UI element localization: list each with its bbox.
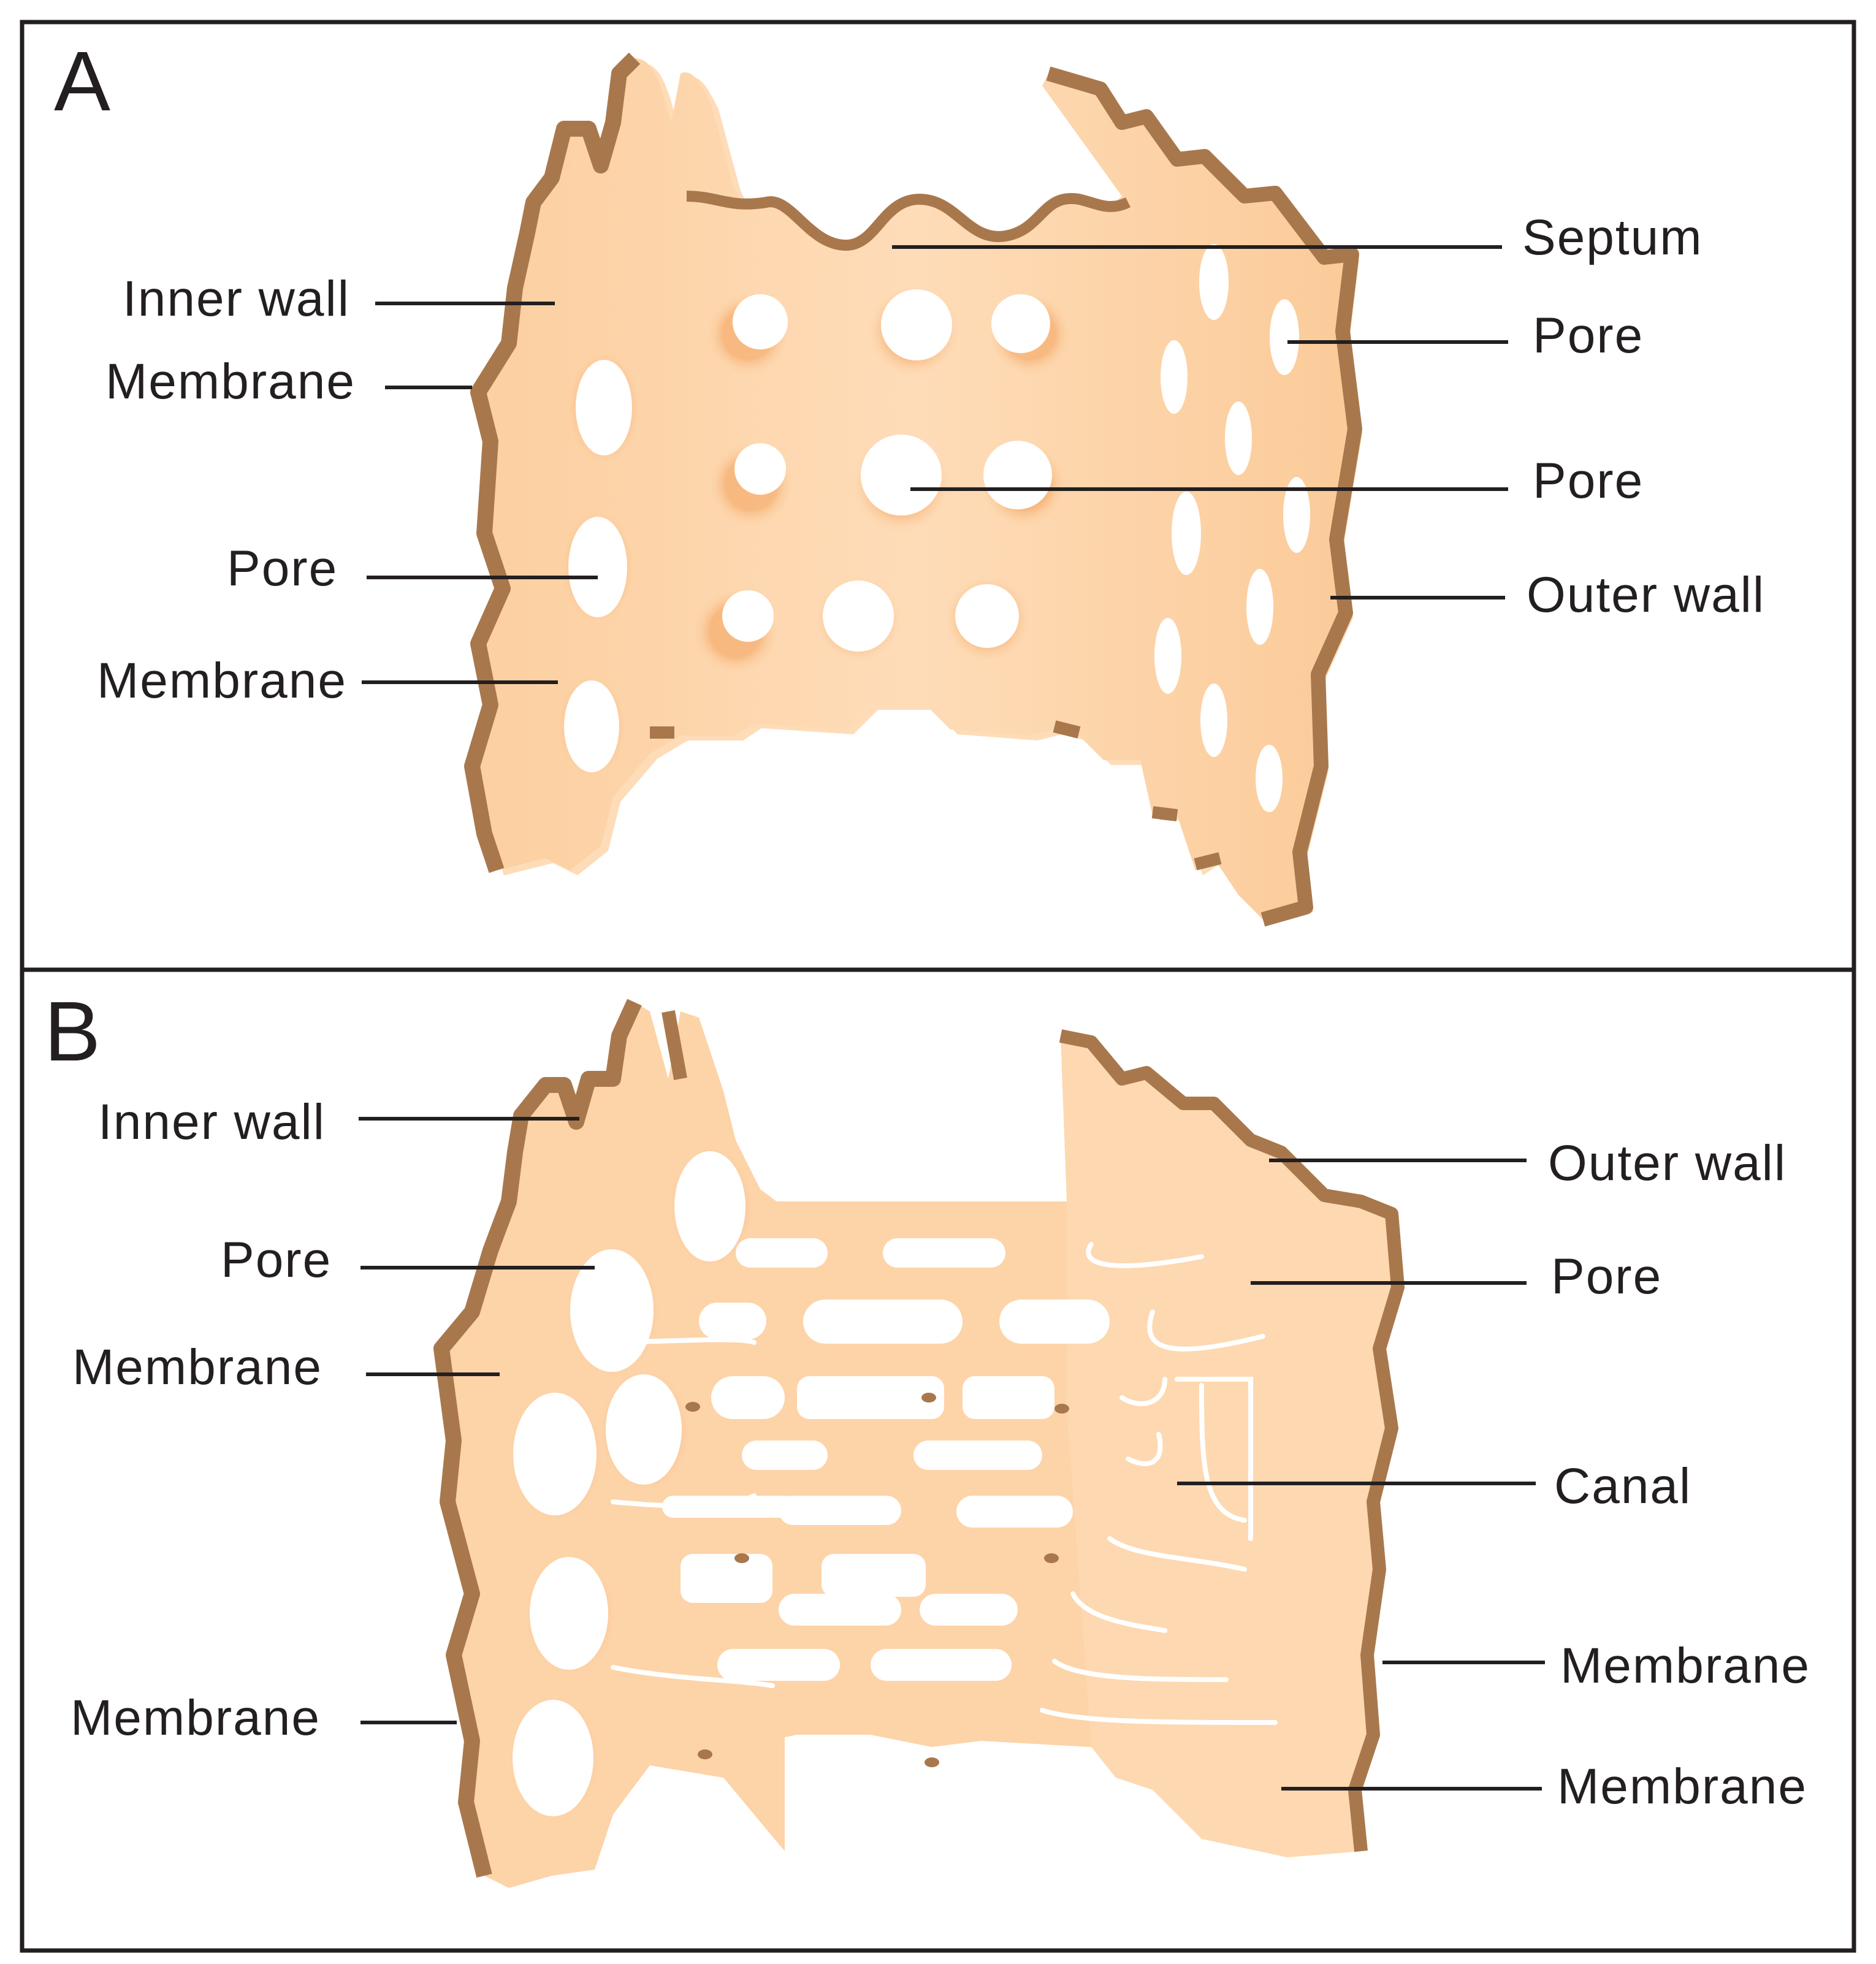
outer-wall-b — [1059, 1029, 1405, 1852]
label-a-pore-left: Pore — [227, 541, 338, 596]
canal-b-7 — [797, 1376, 944, 1419]
canal-b-17 — [920, 1594, 1018, 1626]
pore-a-l3 — [564, 680, 619, 772]
pore-a-l1 — [576, 360, 632, 455]
pores-right-a — [1154, 244, 1310, 812]
pore-a-r7 — [1246, 569, 1273, 645]
pore-a-r5 — [1172, 492, 1201, 575]
pore-b-l3 — [513, 1393, 597, 1515]
pore-b-l1 — [674, 1151, 745, 1262]
pore-a-r3 — [1161, 340, 1188, 414]
pore-a-c9 — [955, 584, 1019, 648]
structure-b-right-body — [1061, 1036, 1398, 1857]
pore-a-r4 — [1225, 402, 1252, 475]
pore-a-r1 — [1199, 244, 1229, 320]
label-b-membrane-left-top: Membrane — [72, 1339, 322, 1395]
canal-b-9 — [742, 1441, 828, 1470]
panel-b-annotations: Inner wall Pore Membrane Membrane Outer … — [71, 1094, 1810, 1814]
pore-a-c6 — [983, 441, 1052, 509]
canal-b-2 — [883, 1238, 1005, 1268]
panel-b-frame — [20, 967, 1856, 1953]
inner-wall-b-fin — [662, 1010, 687, 1080]
pore-b-l6 — [513, 1700, 593, 1816]
label-a-membrane-bottom: Membrane — [97, 653, 347, 709]
pore-a-c8 — [823, 580, 894, 652]
pore-a-c4 — [734, 443, 786, 495]
canal-b-15 — [822, 1554, 926, 1597]
canal-lines-b — [592, 1242, 1278, 1725]
pore-a-r8 — [1154, 618, 1181, 694]
pore-b-l5 — [530, 1557, 608, 1670]
panel-a-letter: A — [54, 34, 110, 129]
pore-a-r9 — [1200, 683, 1227, 757]
pores-left-a — [556, 349, 642, 778]
label-a-septum: Septum — [1522, 210, 1703, 265]
label-a-membrane-top: Membrane — [105, 354, 356, 409]
label-a-outer-wall: Outer wall — [1527, 567, 1765, 623]
canal-b-8 — [963, 1376, 1054, 1419]
inner-wall-a — [464, 52, 641, 874]
label-b-inner-wall: Inner wall — [98, 1094, 326, 1150]
pore-a-c3 — [991, 294, 1050, 353]
canal-b-6 — [711, 1376, 785, 1419]
outer-wall-a — [1046, 66, 1362, 927]
pore-a-r10 — [1256, 745, 1283, 812]
bottom-notch-a4 — [1194, 852, 1222, 870]
bottom-notch-a2 — [1053, 720, 1081, 739]
panel-a: A — [20, 20, 1856, 972]
label-a-inner-wall: Inner wall — [123, 271, 350, 327]
panel-b: B — [20, 967, 1856, 1953]
canal-b-4 — [803, 1300, 963, 1344]
canal-b-13 — [956, 1496, 1073, 1528]
label-b-canal: Canal — [1554, 1458, 1691, 1514]
inner-wall-b — [433, 999, 642, 1878]
canal-b-18 — [717, 1649, 840, 1681]
label-b-membrane-right-top: Membrane — [1560, 1638, 1810, 1694]
pore-b-l4 — [606, 1374, 682, 1485]
bottom-notch-a3 — [1151, 806, 1178, 821]
label-b-pore-right: Pore — [1551, 1249, 1662, 1304]
septum-a — [686, 191, 1131, 251]
label-b-membrane-left-bottom: Membrane — [71, 1690, 321, 1746]
canal-b-12 — [779, 1496, 901, 1525]
canals-center-b — [662, 1238, 1110, 1681]
pore-a-l2 — [568, 517, 627, 617]
canal-b-19 — [871, 1649, 1012, 1681]
label-a-pore-right-top: Pore — [1533, 308, 1644, 363]
canal-b-1 — [736, 1238, 828, 1268]
panel-a-structure — [464, 52, 1362, 927]
pore-a-c7 — [722, 590, 774, 642]
label-b-outer-wall: Outer wall — [1548, 1135, 1786, 1191]
panel-a-annotations: Inner wall Membrane Pore Membrane Septum… — [97, 210, 1765, 709]
canal-b-16 — [779, 1594, 901, 1626]
pore-a-r2 — [1270, 299, 1299, 375]
pore-a-c2 — [881, 289, 952, 360]
canal-b-14 — [681, 1554, 772, 1603]
canal-dots-b — [685, 1393, 1069, 1767]
label-a-pore-right-mid: Pore — [1533, 453, 1644, 509]
panel-b-letter: B — [44, 984, 101, 1079]
canal-b-11 — [662, 1496, 797, 1518]
pores-center-a — [693, 285, 1072, 674]
panel-b-structure — [433, 999, 1405, 1888]
pore-a-c5 — [861, 435, 942, 516]
canal-b-5 — [999, 1300, 1110, 1344]
pore-a-c1 — [733, 294, 788, 349]
canal-b-3 — [699, 1303, 766, 1339]
label-b-pore-left: Pore — [221, 1232, 332, 1288]
pore-a-r6 — [1283, 477, 1310, 553]
canal-b-10 — [913, 1441, 1042, 1470]
label-b-membrane-right-bottom: Membrane — [1557, 1759, 1807, 1814]
